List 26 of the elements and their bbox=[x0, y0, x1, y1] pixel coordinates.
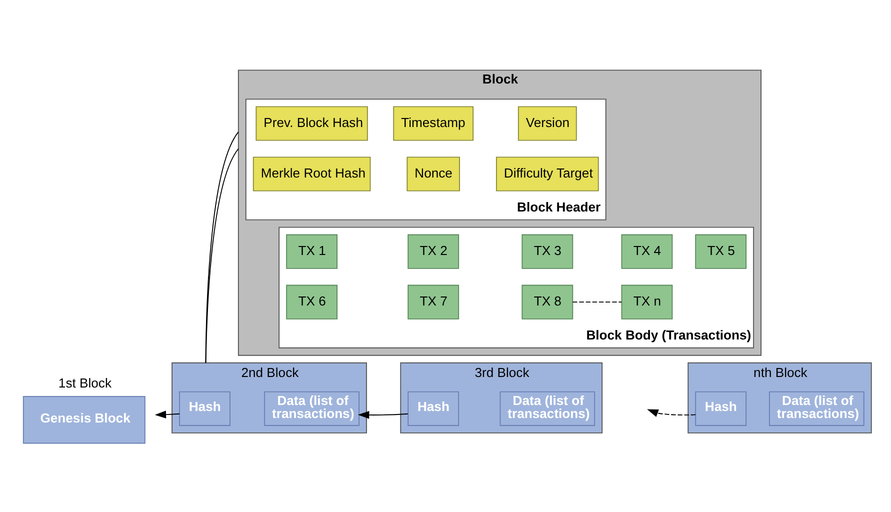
node-box: Data (list of transactions) bbox=[768, 390, 864, 426]
node-box: Hash bbox=[179, 390, 230, 426]
node-box: Difficulty Target bbox=[496, 156, 599, 191]
arrow bbox=[647, 408, 696, 416]
node-box: TX 6 bbox=[286, 284, 338, 319]
node-box: Version bbox=[518, 106, 577, 140]
node-box: TX n bbox=[621, 284, 673, 319]
node-box: Data (list of transactions) bbox=[500, 390, 596, 426]
connector bbox=[572, 301, 622, 302]
node-box: TX 1 bbox=[286, 234, 338, 268]
node-label: 1st Block bbox=[58, 374, 112, 390]
node-box: Hash bbox=[695, 390, 747, 426]
node-box: Merkle Root Hash bbox=[252, 156, 371, 191]
node-box: TX 4 bbox=[621, 234, 673, 268]
node-box: Nonce bbox=[406, 156, 460, 191]
node-box: Prev. Block Hash bbox=[256, 106, 368, 140]
arrow bbox=[154, 410, 180, 418]
node-box: Timestamp bbox=[393, 106, 474, 140]
node-box: TX 8 bbox=[522, 284, 574, 319]
node-box: TX 2 bbox=[408, 234, 460, 268]
node-box: TX 5 bbox=[695, 234, 747, 268]
arrow bbox=[358, 410, 408, 418]
node-box: Hash bbox=[408, 390, 460, 426]
node-box: TX 3 bbox=[522, 234, 574, 268]
node-box: Data (list of transactions) bbox=[264, 390, 360, 426]
node-box: TX 7 bbox=[408, 284, 460, 319]
